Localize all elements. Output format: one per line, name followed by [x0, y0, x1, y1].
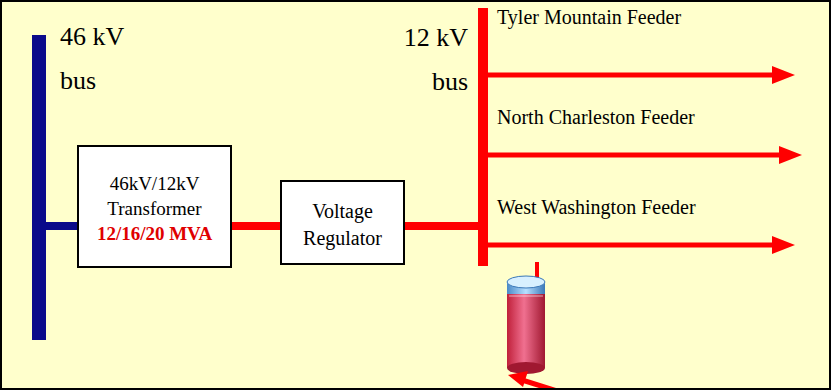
bus-connector — [232, 226, 280, 227]
bus-label: 12 kV bus — [396, 16, 468, 104]
capacitor-symbol — [507, 262, 545, 374]
feeder-label: Tyler Mountain Feeder — [495, 6, 683, 29]
transformer-label: 46kV/12kV Transformer — [83, 171, 226, 221]
regulator-box: Voltage Regulator — [280, 180, 405, 265]
bus-connector — [405, 226, 478, 227]
rating-label: 12/16/20 MVA — [83, 221, 226, 246]
bus-label: 46 kV bus — [60, 15, 140, 103]
regulator-label: Voltage Regulator — [286, 198, 399, 252]
feeder-label: North Charleston Feeder — [495, 106, 697, 129]
feeder-arrows — [486, 66, 802, 254]
bus-bar: 46 kV bus — [32, 35, 46, 340]
transformer-box: 46kV/12kV Transformer12/16/20 MVA — [77, 145, 232, 268]
bus-connector — [46, 226, 77, 227]
input-arrow — [508, 371, 560, 390]
feeder-label: West Washington Feeder — [495, 196, 698, 219]
bus-bar: 12 kV bus — [478, 8, 488, 266]
